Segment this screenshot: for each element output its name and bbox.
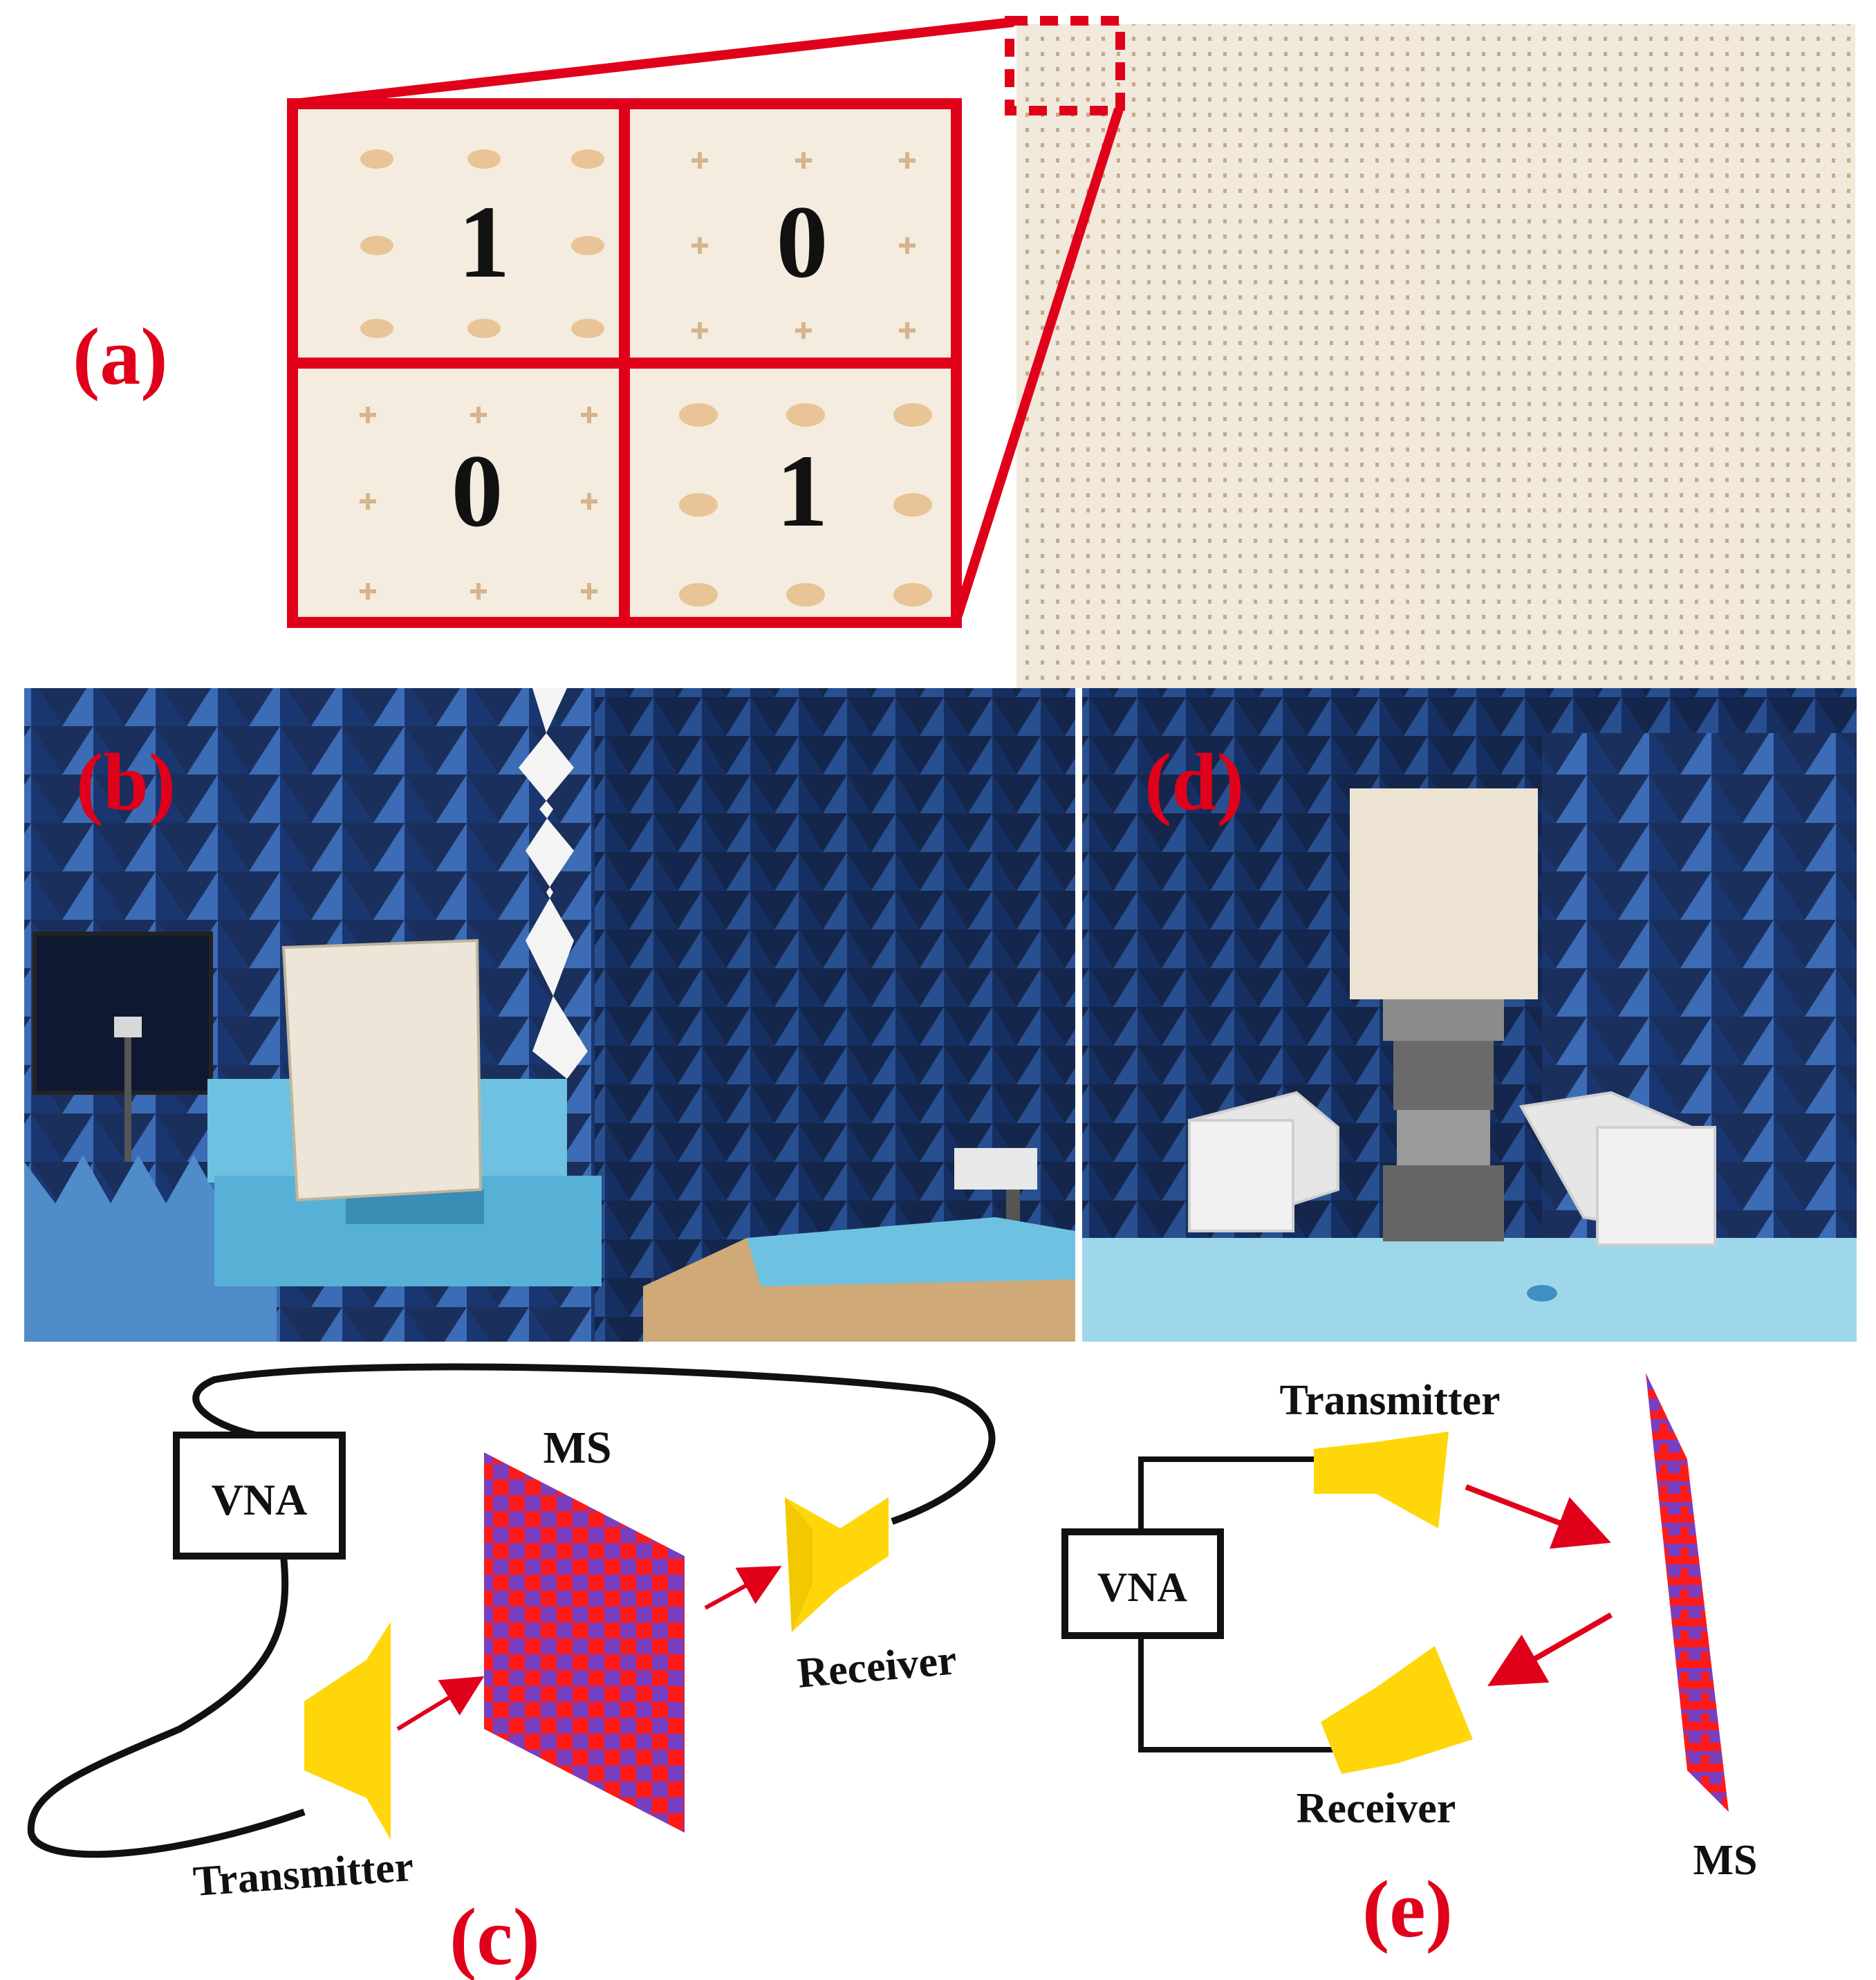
- metasurface-board-photo: [1016, 24, 1855, 688]
- panel-e: VNA Transmitter Receiver MS (e): [1061, 1373, 1758, 1954]
- metasurface-sample: [281, 938, 483, 1202]
- cell-bit-top-right: 0: [777, 185, 828, 299]
- unit-cell-0-crosses: [360, 407, 597, 600]
- receiver-label: Receiver: [795, 1636, 958, 1697]
- cable: [27, 1555, 306, 1858]
- unit-cell-1-ellipses: [679, 403, 932, 607]
- vna-box-icon[interactable]: [173, 1432, 346, 1560]
- cell-bit-bottom-right: 1: [777, 434, 828, 548]
- panel-label-e: (e): [1362, 1864, 1453, 1954]
- panel-d: (d): [1082, 688, 1857, 1342]
- ms-label: MS: [1693, 1837, 1758, 1884]
- panel-label-c: (c): [449, 1891, 540, 1980]
- horn-antenna-icon: [304, 1622, 391, 1840]
- horn-antenna-icon: [1321, 1646, 1473, 1774]
- unit-cell-1-ellipses: [360, 149, 604, 338]
- transmitter-label: Transmitter: [192, 1843, 415, 1905]
- panel-c: VNA MS Transmitter Receiver (c): [27, 1363, 996, 1980]
- ms-label: MS: [544, 1423, 612, 1473]
- arrow-icon: [1487, 1612, 1613, 1686]
- zoom-line-top: [293, 17, 1014, 109]
- horn-antenna-icon: [1314, 1432, 1449, 1528]
- metasurface-ms: [484, 1452, 685, 1833]
- vna-label: VNA: [212, 1475, 308, 1524]
- metasurface-ms: [1646, 1373, 1729, 1812]
- panel-label-a: (a): [73, 311, 168, 402]
- horn-antenna-icon: [1519, 1091, 1716, 1246]
- vna-box-icon[interactable]: [1061, 1528, 1224, 1639]
- receiver-label: Receiver: [1297, 1785, 1456, 1832]
- panel-b: (b): [24, 688, 1075, 1342]
- panel-a: 1 0 0 1 (a): [73, 16, 1855, 688]
- zoom-line-bottom: [953, 107, 1124, 618]
- horn-antenna-icon: [1187, 1091, 1339, 1232]
- unit-cell-0-crosses: [691, 152, 916, 339]
- horn-antenna-icon: [785, 1497, 889, 1632]
- cell-bit-bottom-left: 0: [452, 434, 503, 548]
- panel-label-d: (d): [1144, 737, 1244, 827]
- vna-label: VNA: [1097, 1564, 1187, 1610]
- cell-bit-top-left: 1: [458, 185, 510, 299]
- panel-label-b: (b): [76, 737, 176, 827]
- zoom-region-marker: [1005, 16, 1125, 115]
- arrow-icon: [1465, 1484, 1611, 1549]
- metasurface-sample: [1350, 788, 1538, 999]
- arrow-icon: [704, 1566, 782, 1610]
- arrow-icon: [396, 1676, 485, 1731]
- cable: [192, 1363, 996, 1525]
- transmitter-label: Transmitter: [1279, 1377, 1500, 1424]
